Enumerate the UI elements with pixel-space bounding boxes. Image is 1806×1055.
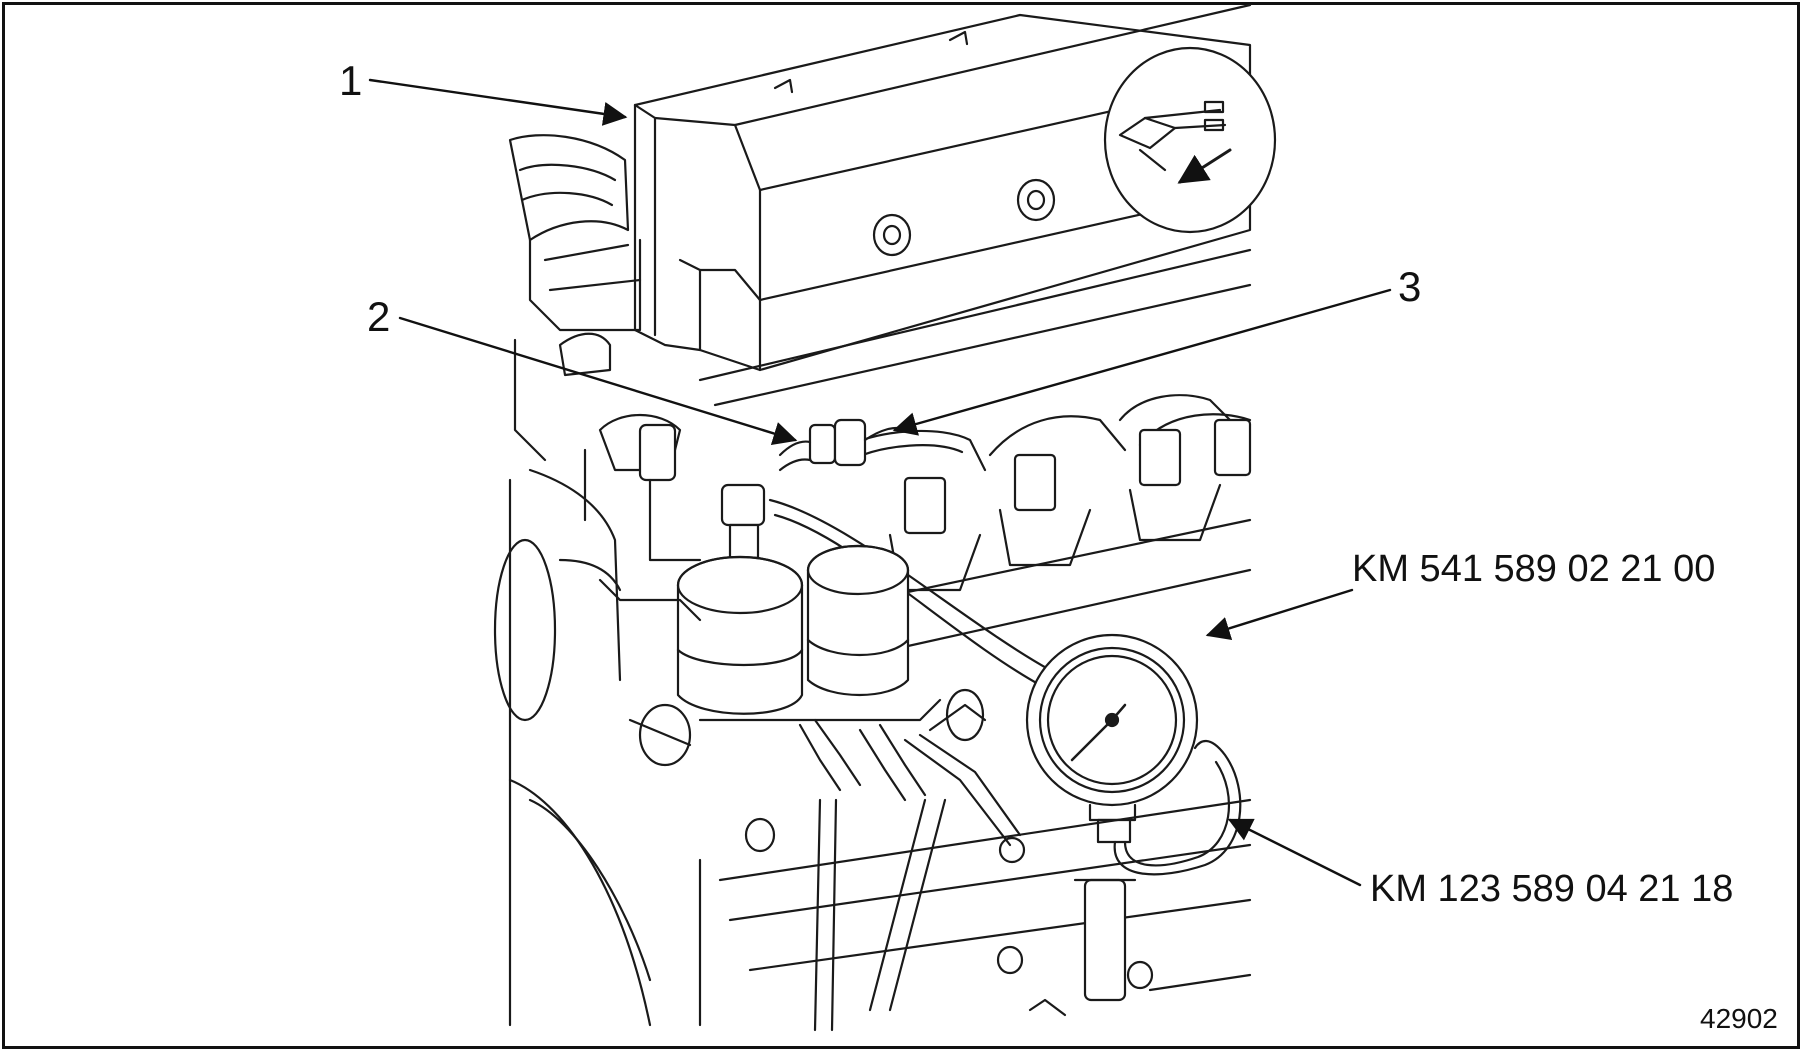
leader-3 bbox=[892, 288, 1392, 436]
callout-leaders bbox=[368, 78, 1392, 887]
leader-1 bbox=[368, 78, 628, 126]
leader-2 bbox=[398, 316, 798, 446]
callout-1: 1 bbox=[339, 57, 363, 104]
leader-gauge bbox=[1205, 588, 1354, 641]
figure-number: 42902 bbox=[1700, 1003, 1778, 1034]
tool-label-hose: KM 123 589 04 21 18 bbox=[1370, 868, 1734, 910]
callout-3: 3 bbox=[1398, 263, 1422, 310]
leader-hose bbox=[1227, 818, 1362, 887]
callout-2: 2 bbox=[367, 293, 391, 340]
intake-ducting bbox=[508, 134, 642, 462]
inset-detail bbox=[1103, 46, 1277, 234]
fuel-filters bbox=[676, 483, 942, 722]
tool-label-gauge: KM 541 589 02 21 00 bbox=[1352, 548, 1716, 590]
engine-block-lower bbox=[493, 332, 1252, 1027]
cylinder-head-cover bbox=[633, 3, 1252, 407]
injector-row bbox=[848, 394, 1252, 652]
fittings-and-hoses bbox=[598, 578, 1026, 1032]
pressure-gauge bbox=[1025, 633, 1242, 876]
